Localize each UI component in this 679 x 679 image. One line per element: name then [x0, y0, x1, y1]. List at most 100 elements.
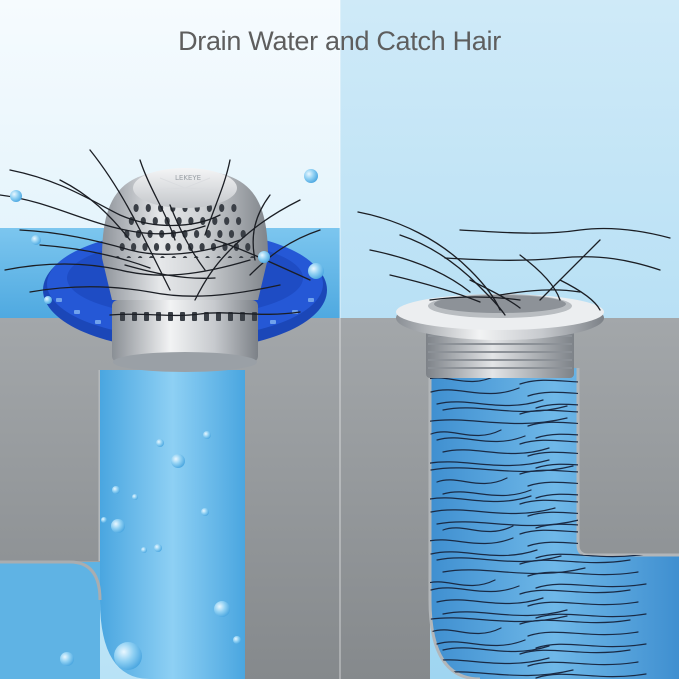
- water-bubble: [111, 519, 125, 533]
- strainer-hole: [131, 243, 137, 251]
- collar-slot: [156, 312, 161, 321]
- hair-strand: [430, 459, 550, 467]
- collar-slot: [192, 312, 197, 321]
- strainer-hole: [224, 217, 230, 225]
- hair-strand: [436, 597, 544, 605]
- collar-slot: [216, 312, 221, 321]
- panel-with-strainer: LEKEYE: [0, 0, 340, 679]
- collar-slot: [228, 312, 233, 321]
- collar-slot: [132, 312, 137, 321]
- caught-hair: [0, 149, 321, 317]
- hair-strand: [519, 649, 631, 655]
- strainer-hole: [165, 243, 171, 251]
- strainer-hole: [176, 243, 182, 251]
- hair-strand: [430, 627, 502, 635]
- brand-mark: LEKEYE: [175, 174, 201, 182]
- water-bubble: [214, 601, 230, 617]
- water-bubble: [112, 486, 120, 494]
- water-bubble: [201, 508, 209, 516]
- drain-flange: [396, 294, 604, 378]
- strainer-hole: [119, 243, 125, 251]
- strainer-hole: [140, 217, 146, 225]
- hair-strand: [436, 399, 544, 407]
- water-bubble: [114, 642, 142, 670]
- left-counter: [0, 318, 340, 679]
- hair-strand: [535, 613, 647, 619]
- hair-strand: [527, 601, 639, 607]
- strainer-hole: [217, 230, 223, 238]
- hair-strand: [442, 447, 550, 455]
- strainer-hole: [212, 217, 218, 225]
- water-bubble: [233, 636, 241, 644]
- hair-strand: [535, 673, 647, 679]
- hair-strand: [430, 579, 496, 587]
- loose-hair: [357, 211, 671, 316]
- strainer-hole: [228, 230, 235, 238]
- hair-strand: [430, 375, 496, 383]
- strainer-hole: [133, 204, 139, 212]
- water-bubble: [258, 251, 270, 263]
- hair-strand: [442, 567, 586, 575]
- hair-strand: [436, 477, 508, 485]
- water-bubble: [304, 169, 318, 183]
- left-pipe-water: [100, 370, 245, 679]
- strainer-hole: [152, 217, 158, 225]
- hair-strand: [535, 643, 647, 649]
- panel-without-strainer: [340, 0, 679, 679]
- hair-strand: [436, 639, 526, 647]
- strainer-hole: [236, 217, 242, 225]
- hair-strand: [430, 495, 532, 503]
- strainer-hole: [231, 204, 237, 212]
- headline: Drain Water and Catch Hair: [178, 26, 501, 56]
- hair-strand: [535, 553, 647, 559]
- hair-strand: [535, 583, 647, 589]
- water-bubble: [154, 544, 162, 552]
- strainer-hole: [205, 230, 211, 238]
- water-bubble: [141, 547, 147, 553]
- strainer-hole: [153, 243, 160, 251]
- water-bubble: [44, 296, 52, 304]
- hair-strand: [519, 589, 631, 595]
- dome-strainer: LEKEYE: [102, 168, 268, 321]
- water-bubble: [101, 517, 107, 523]
- strainer-hole: [206, 204, 212, 212]
- strainer-hole: [188, 217, 194, 225]
- strainer-hole: [210, 243, 217, 251]
- strainer-hole: [145, 204, 151, 212]
- water-bubble: [10, 190, 22, 202]
- water-bubble: [60, 652, 74, 666]
- left-pipe-bend: [0, 562, 100, 679]
- hair-strand: [442, 525, 514, 533]
- strainer-hole: [194, 230, 200, 238]
- hair-strand: [527, 661, 639, 667]
- strainer-hole: [199, 243, 205, 251]
- water-bubble: [156, 439, 164, 447]
- hair-strand: [527, 571, 639, 577]
- hair-strand: [527, 631, 639, 637]
- hair-strand: [442, 645, 550, 653]
- hair-strand: [519, 559, 631, 565]
- right-counter: [340, 318, 679, 679]
- water-bubble: [203, 431, 211, 439]
- hair-strand: [430, 387, 520, 395]
- hair-strand: [430, 537, 514, 545]
- water-bubble: [308, 263, 324, 279]
- strainer-hole: [142, 243, 148, 251]
- hair-strand: [430, 429, 502, 437]
- strainer-hole: [219, 204, 225, 212]
- water-bubble: [31, 235, 41, 245]
- strainer-hole: [245, 243, 251, 251]
- hair-strand: [436, 435, 526, 443]
- collar-slot: [180, 312, 185, 321]
- hair-strand: [519, 619, 631, 625]
- collar-slot: [120, 312, 125, 321]
- hair-strand: [436, 519, 580, 527]
- right-pipe-water: [430, 368, 679, 679]
- hair-strand: [442, 609, 568, 617]
- collar-slot: [204, 312, 209, 321]
- water-bubble: [132, 494, 138, 500]
- hair-strand: [442, 405, 568, 413]
- hair-strand: [430, 585, 520, 593]
